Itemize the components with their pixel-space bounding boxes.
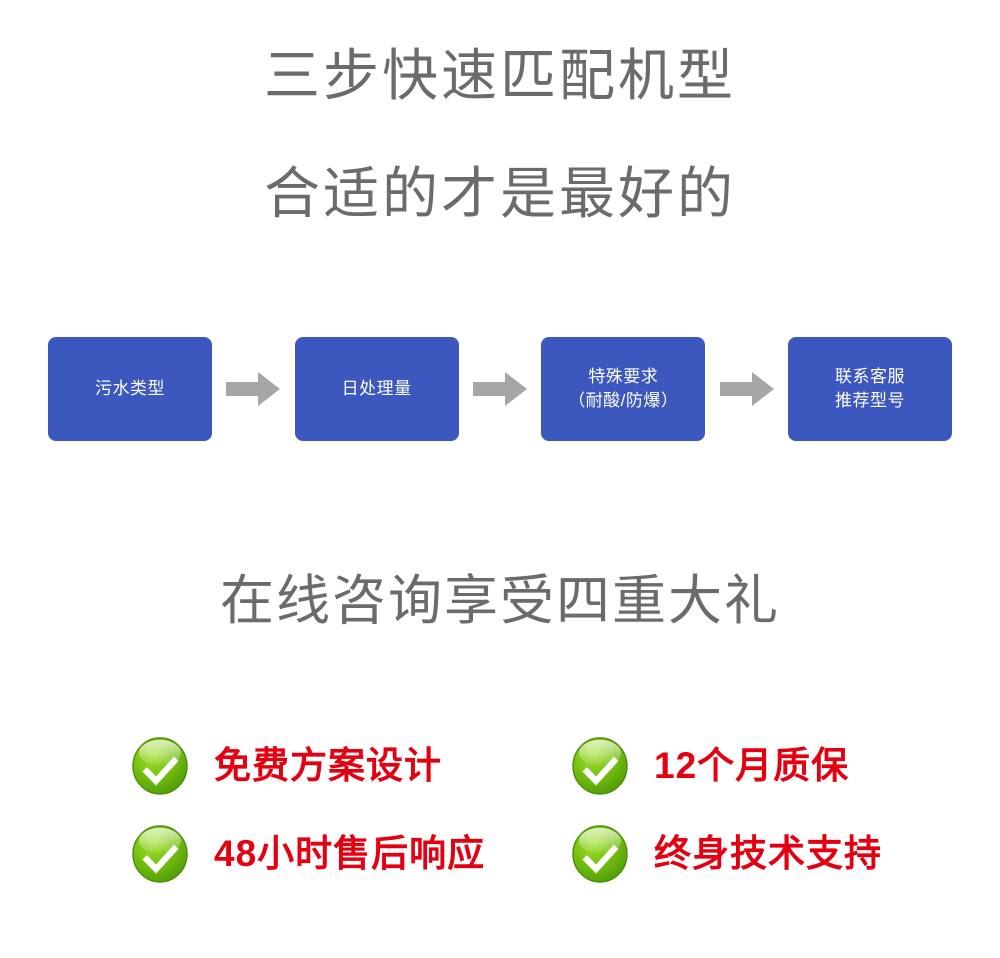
benefit-item[interactable]: 12个月质保: [572, 722, 892, 810]
flow-step-4[interactable]: 联系客服 推荐型号: [787, 337, 952, 441]
arrow-right-icon: [225, 371, 281, 407]
check-circle-icon: [572, 825, 628, 883]
benefit-label: 12个月质保: [654, 745, 850, 786]
benefit-label: 免费方案设计: [214, 745, 442, 786]
page-title: 三步快速匹配机型 合适的才是最好的: [0, 38, 1000, 232]
benefit-item[interactable]: 终身技术支持: [572, 810, 892, 898]
arrow-right-icon: [719, 371, 775, 407]
arrow-right-icon: [472, 371, 528, 407]
benefit-item[interactable]: 48小时售后响应: [132, 810, 572, 898]
check-circle-icon: [132, 737, 188, 795]
benefit-label: 48小时售后响应: [214, 833, 486, 874]
flow-step-2-line-1: 日处理量: [341, 379, 412, 398]
flow-step-1[interactable]: 污水类型: [48, 337, 212, 441]
headline-line-2: 合适的才是最好的: [264, 162, 736, 225]
check-circle-icon: [572, 737, 628, 795]
benefit-item[interactable]: 免费方案设计: [132, 722, 572, 810]
flow-step-4-line-1: 联系客服: [834, 367, 905, 386]
benefit-label: 终身技术支持: [654, 833, 882, 874]
check-circle-icon: [132, 825, 188, 883]
headline-line-1: 三步快速匹配机型: [264, 44, 736, 107]
flow-step-2[interactable]: 日处理量: [294, 337, 459, 441]
promo-title: 在线咨询享受四重大礼: [220, 571, 780, 631]
flow-step-1-line-1: 污水类型: [95, 379, 165, 398]
flow-step-3-line-1: 特殊要求: [588, 367, 659, 386]
flow-step-4-line-2: 推荐型号: [834, 391, 905, 410]
benefits-list: 免费方案设计 12个月质保: [132, 722, 892, 898]
process-flow: 污水类型 日处理量 特殊要求 （耐酸/防爆） 联系客服 推荐型号: [48, 337, 952, 441]
flow-step-3-line-2: （耐酸/防爆）: [568, 391, 679, 410]
flow-step-3[interactable]: 特殊要求 （耐酸/防爆）: [541, 337, 706, 441]
